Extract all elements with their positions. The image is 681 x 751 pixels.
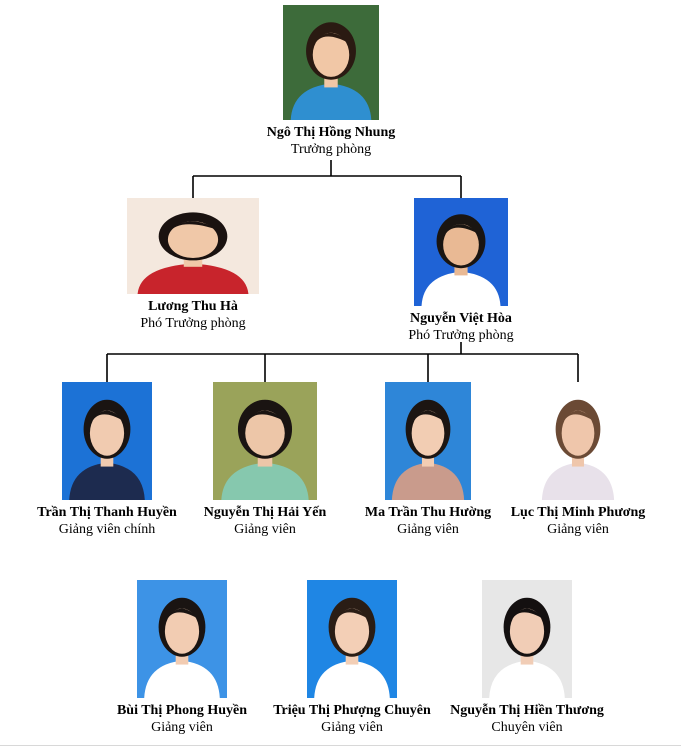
portrait-graphic bbox=[137, 580, 227, 698]
member-role: Phó Trưởng phòng bbox=[140, 316, 246, 331]
member-name: Nguyễn Thị Hiền Thương bbox=[450, 703, 604, 718]
member-role: Giảng viên bbox=[234, 522, 296, 537]
bottom-divider bbox=[0, 745, 681, 746]
member-photo bbox=[414, 198, 508, 306]
member-photo bbox=[137, 580, 227, 698]
member-name: Lương Thu Hà bbox=[148, 299, 238, 314]
portrait-graphic bbox=[385, 382, 471, 500]
member-role: Giảng viên bbox=[547, 522, 609, 537]
member-deputy-1: Lương Thu Hà Phó Trưởng phòng bbox=[63, 198, 323, 332]
member-role: Giảng viên chính bbox=[58, 522, 156, 537]
member-role: Phó Trưởng phòng bbox=[408, 328, 514, 343]
member-name: Lục Thị Minh Phương bbox=[510, 505, 646, 520]
member-role: Chuyên viên bbox=[491, 720, 563, 735]
member-photo bbox=[213, 382, 317, 500]
portrait-graphic bbox=[62, 382, 152, 500]
member-name: Nguyễn Thị Hải Yến bbox=[203, 505, 327, 520]
portrait-graphic bbox=[482, 580, 572, 698]
member-photo bbox=[283, 5, 379, 120]
member-name: Triệu Thị Phượng Chuyên bbox=[273, 703, 431, 718]
portrait-graphic bbox=[535, 382, 621, 500]
member-photo bbox=[482, 580, 572, 698]
member-name: Bùi Thị Phong Huyền bbox=[116, 703, 248, 718]
member-photo bbox=[62, 382, 152, 500]
member-photo bbox=[307, 580, 397, 698]
portrait-graphic bbox=[307, 580, 397, 698]
member-role: Giảng viên bbox=[151, 720, 213, 735]
portrait-graphic bbox=[213, 382, 317, 500]
member-name: Ngô Thị Hồng Nhung bbox=[266, 125, 396, 140]
member-name: Ma Trần Thu Hường bbox=[364, 505, 492, 520]
member-name: Nguyễn Việt Hòa bbox=[410, 311, 512, 326]
portrait-graphic bbox=[414, 198, 508, 306]
member-photo bbox=[385, 382, 471, 500]
portrait-graphic bbox=[283, 5, 379, 120]
member-role: Giảng viên bbox=[397, 522, 459, 537]
member-photo bbox=[127, 198, 259, 294]
member-role: Giảng viên bbox=[321, 720, 383, 735]
member-name: Trần Thị Thanh Huyền bbox=[37, 505, 177, 520]
member-photo bbox=[535, 382, 621, 500]
member-role: Trưởng phòng bbox=[290, 142, 372, 157]
portrait-graphic bbox=[127, 198, 259, 294]
